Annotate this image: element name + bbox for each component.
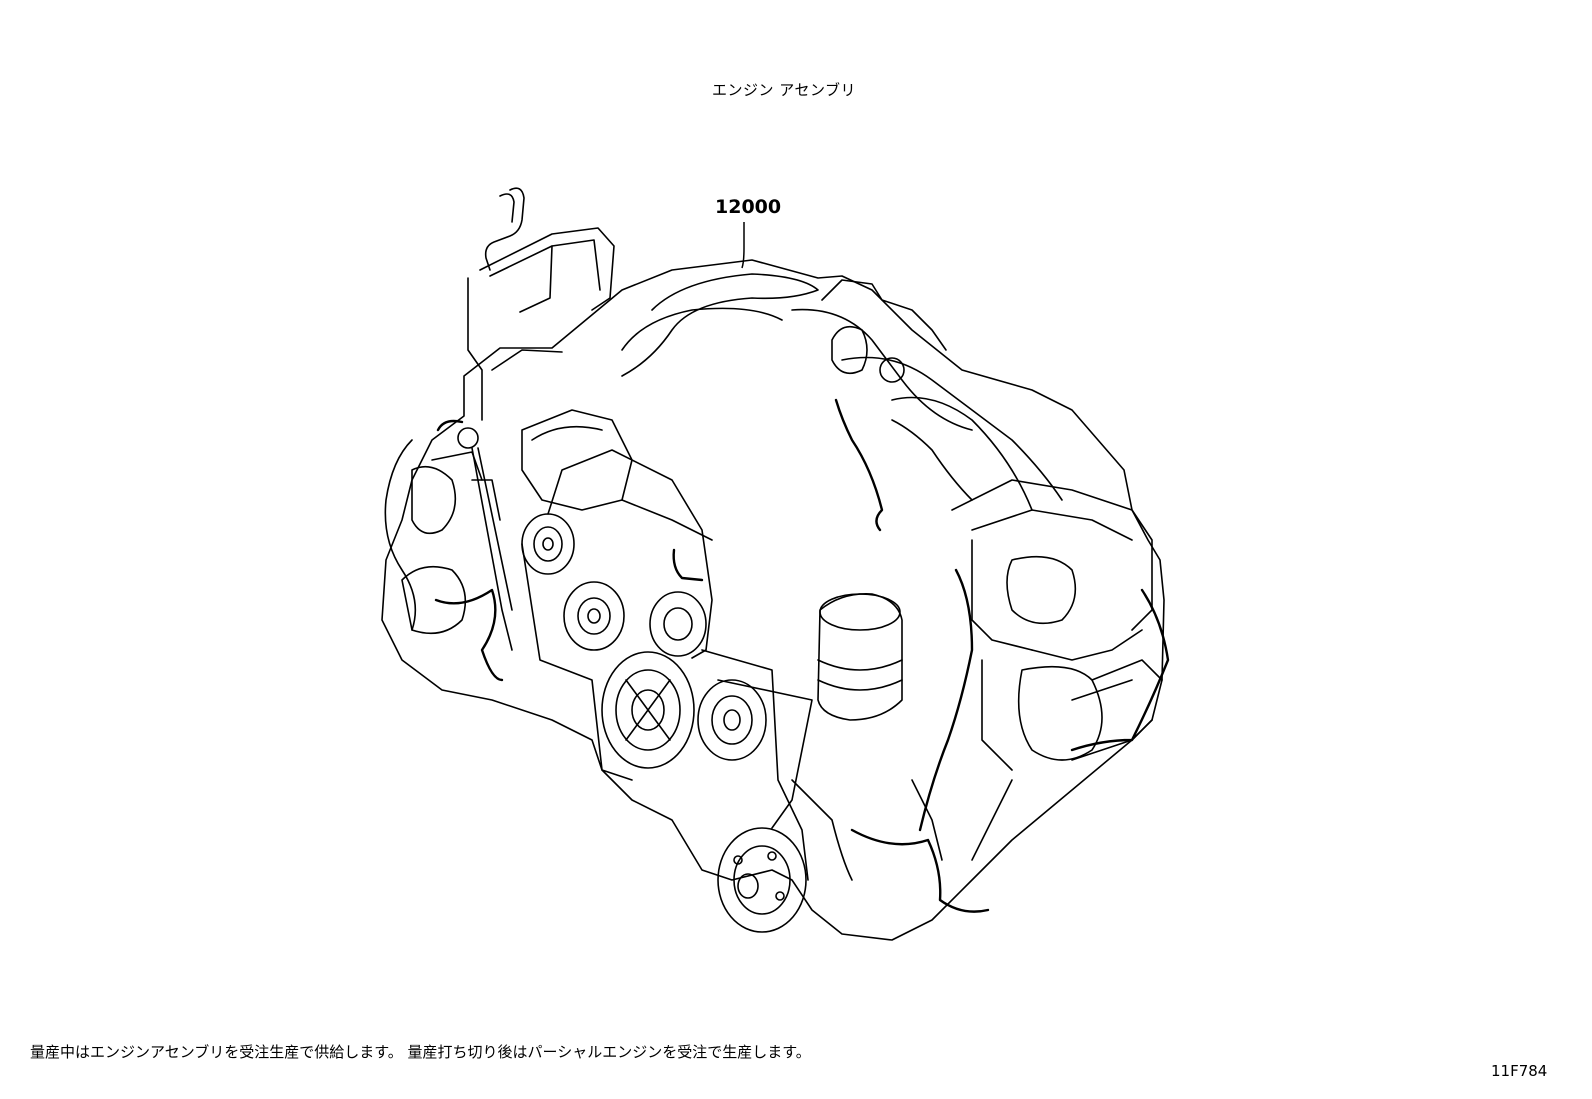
reference-code: 11F784	[1491, 1062, 1548, 1080]
diagram-title: エンジン アセンブリ	[712, 81, 857, 99]
production-note: 量産中はエンジンアセンブリを受注生産で供給します。 量産打ち切り後はパーシャルエ…	[30, 1043, 811, 1061]
part-number-callout[interactable]: 12000	[715, 196, 782, 218]
engine-assembly-illustration	[381, 187, 1170, 941]
